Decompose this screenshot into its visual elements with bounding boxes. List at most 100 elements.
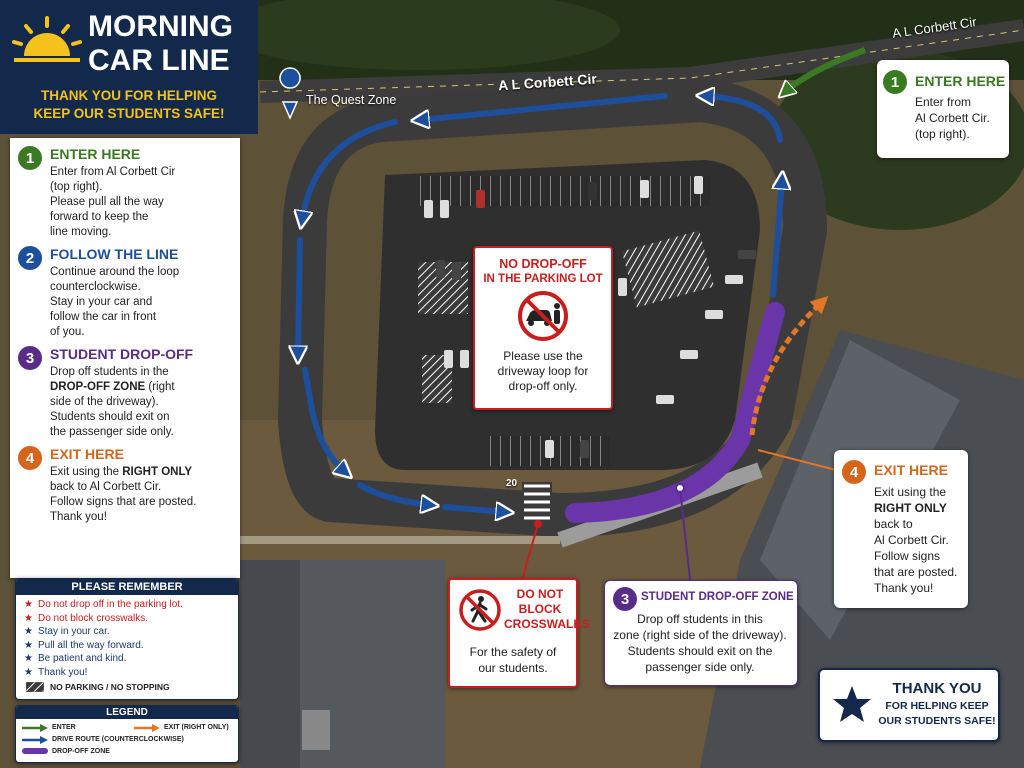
step-text-line: DROP-OFF ZONE (right [50,381,175,393]
callout-line: Students should exit on the [627,644,773,658]
header-subtitle-line2: KEEP OUR STUDENTS SAFE! [33,106,225,121]
thank-you-box: THANK YOU FOR HELPING KEEP OUR STUDENTS … [818,668,1000,742]
step-text-line: forward to keep the [50,211,149,223]
star-bullet-icon: ★ [24,639,33,651]
remember-text: Stay in your car. [37,626,110,637]
legend-exit: EXIT (RIGHT ONLY) [164,724,229,731]
step-title: ENTER HERE [50,146,141,162]
remember-text: Do not drop off in the parking lot. [37,599,183,610]
header-banner: MORNING CAR LINE THANK YOU FOR HELPING K… [0,0,258,134]
lot-number-label: 20 [506,478,518,489]
legend-enter: ENTER [52,724,76,731]
step-text-line: Continue around the loop [50,266,180,278]
enter-callout-number: 1 [883,70,907,94]
thank-you-line1: THANK YOU [892,680,982,697]
crosswalk-title-line: BLOCK [518,602,562,616]
step-text-line: follow the car in front [50,311,157,323]
step-text-line: of you. [50,326,85,338]
step-title: FOLLOW THE LINE [50,246,179,262]
legend-zone-swatch-icon [22,748,48,754]
crosswalk-body-line: our students. [478,661,548,675]
no-pedestrian-icon [459,589,501,631]
legend-route: DRIVE ROUTE (COUNTERCLOCKWISE) [52,736,184,743]
step-title: STUDENT DROP-OFF [50,346,194,362]
step-body: EXIT HERE Exit using the RIGHT ONLY back t… [50,446,196,525]
star-icon [833,686,871,722]
star-bullet-icon: ★ [24,612,33,624]
callout-line: Drop off students in this [637,612,763,626]
step-text-line: the passenger side only. [50,426,174,438]
remember-item: ★ Do not block crosswalks. [24,612,238,626]
remember-list: ★ Do not drop off in the parking lot. ★ Do … [24,598,238,679]
remember-item: ★ Thank you! [24,666,238,680]
drive-route-arrows [298,96,782,512]
star-bullet-icon: ★ [24,666,33,678]
step-text-line: Enter from Al Corbett Cir [50,166,176,178]
crosswalk [522,482,552,526]
dropoff-callout-title: STUDENT DROP-OFF ZONE [641,591,794,603]
step-title: EXIT HERE [50,446,124,462]
step-text-line: Exit using the RIGHT ONLY [50,466,193,478]
quest-zone-label: The Quest Zone [306,93,397,107]
sunrise-icon [12,16,82,62]
exit-callout-title: EXIT HERE [874,462,948,478]
crosswalk-body-line: For the safety of [469,645,557,659]
callout-line: Thank you! [874,581,934,595]
header-subtitle-line1: THANK YOU FOR HELPING [40,88,217,103]
step-text-line: line moving. [50,226,112,238]
no-dropoff-body-line: Please use the [503,349,583,363]
location-pin-icon [279,67,301,120]
dropoff-callout: 3 STUDENT DROP-OFF ZONE Drop off student… [604,580,798,686]
legend-route-arrow-icon [22,736,48,744]
crosswalk-title-line: CROSSWALKS [504,617,591,631]
remember-panel: PLEASE REMEMBER ★ Do not drop off in the … [15,578,239,700]
thank-you-line3: OUR STUDENTS SAFE! [878,715,996,727]
legend-enter-arrow-icon [22,724,48,732]
step-text-line: Students should exit on [50,411,170,423]
hatch-swatch-icon [26,682,44,692]
page-title-line1: MORNING [88,10,233,43]
step-text-line: Thank you! [50,511,107,523]
remember-item: ★Pull all the way forward. [24,639,238,653]
remember-text: Do not block crosswalks. [37,612,149,624]
enter-callout-body: Enter from Al Corbett Cir. (top right). [915,94,990,142]
step-text-line: Please pull all the way [50,196,164,208]
remember-text: Thank you! [37,666,88,678]
enter-callout-title: ENTER HERE [915,73,1006,89]
callout-line: Enter from [915,95,972,109]
callout-line: passenger side only. [645,660,755,674]
legend-panel: LEGEND ENTER EXIT (RIGHT ONLY) DRIVE ROU… [15,705,239,763]
enter-callout: 1 ENTER HERE Enter from Al Corbett Cir. (t… [877,60,1009,158]
page-title-line2: CAR LINE [88,44,230,77]
step-text-line: back to Al Corbett Cir. [50,481,162,493]
exit-callout-number: 4 [842,460,866,484]
step-number: 2 [18,246,42,270]
callout-line: (top right). [915,127,970,141]
callout-line: that are posted. [874,565,958,579]
hatch-label: NO PARKING / NO STOPPING [50,682,170,692]
step-text-line: Stay in your car and [50,296,153,308]
remember-text: Be patient and kind. [37,653,127,664]
step-text-line: counterclockwise. [50,281,141,293]
step-body: FOLLOW THE LINE Continue around the loop c… [50,246,179,340]
callout-line: Al Corbett Cir. [915,111,990,125]
no-dropoff-title-1: NO DROP-OFF [499,257,587,271]
legend-title: LEGEND [16,706,238,719]
callout-line: Follow signs [874,549,941,563]
no-car-dropoff-icon [518,291,568,341]
callout-line: Al Corbett Cir. [874,533,949,547]
no-dropoff-sign: NO DROP-OFF IN THE PARKING LOT Please us… [473,246,613,410]
no-dropoff-body-line: driveway loop for [497,364,589,378]
thank-you-line2: FOR HELPING KEEP [885,700,989,712]
remember-item: ★Stay in your car. [24,625,238,639]
remember-title: PLEASE REMEMBER [16,579,238,595]
